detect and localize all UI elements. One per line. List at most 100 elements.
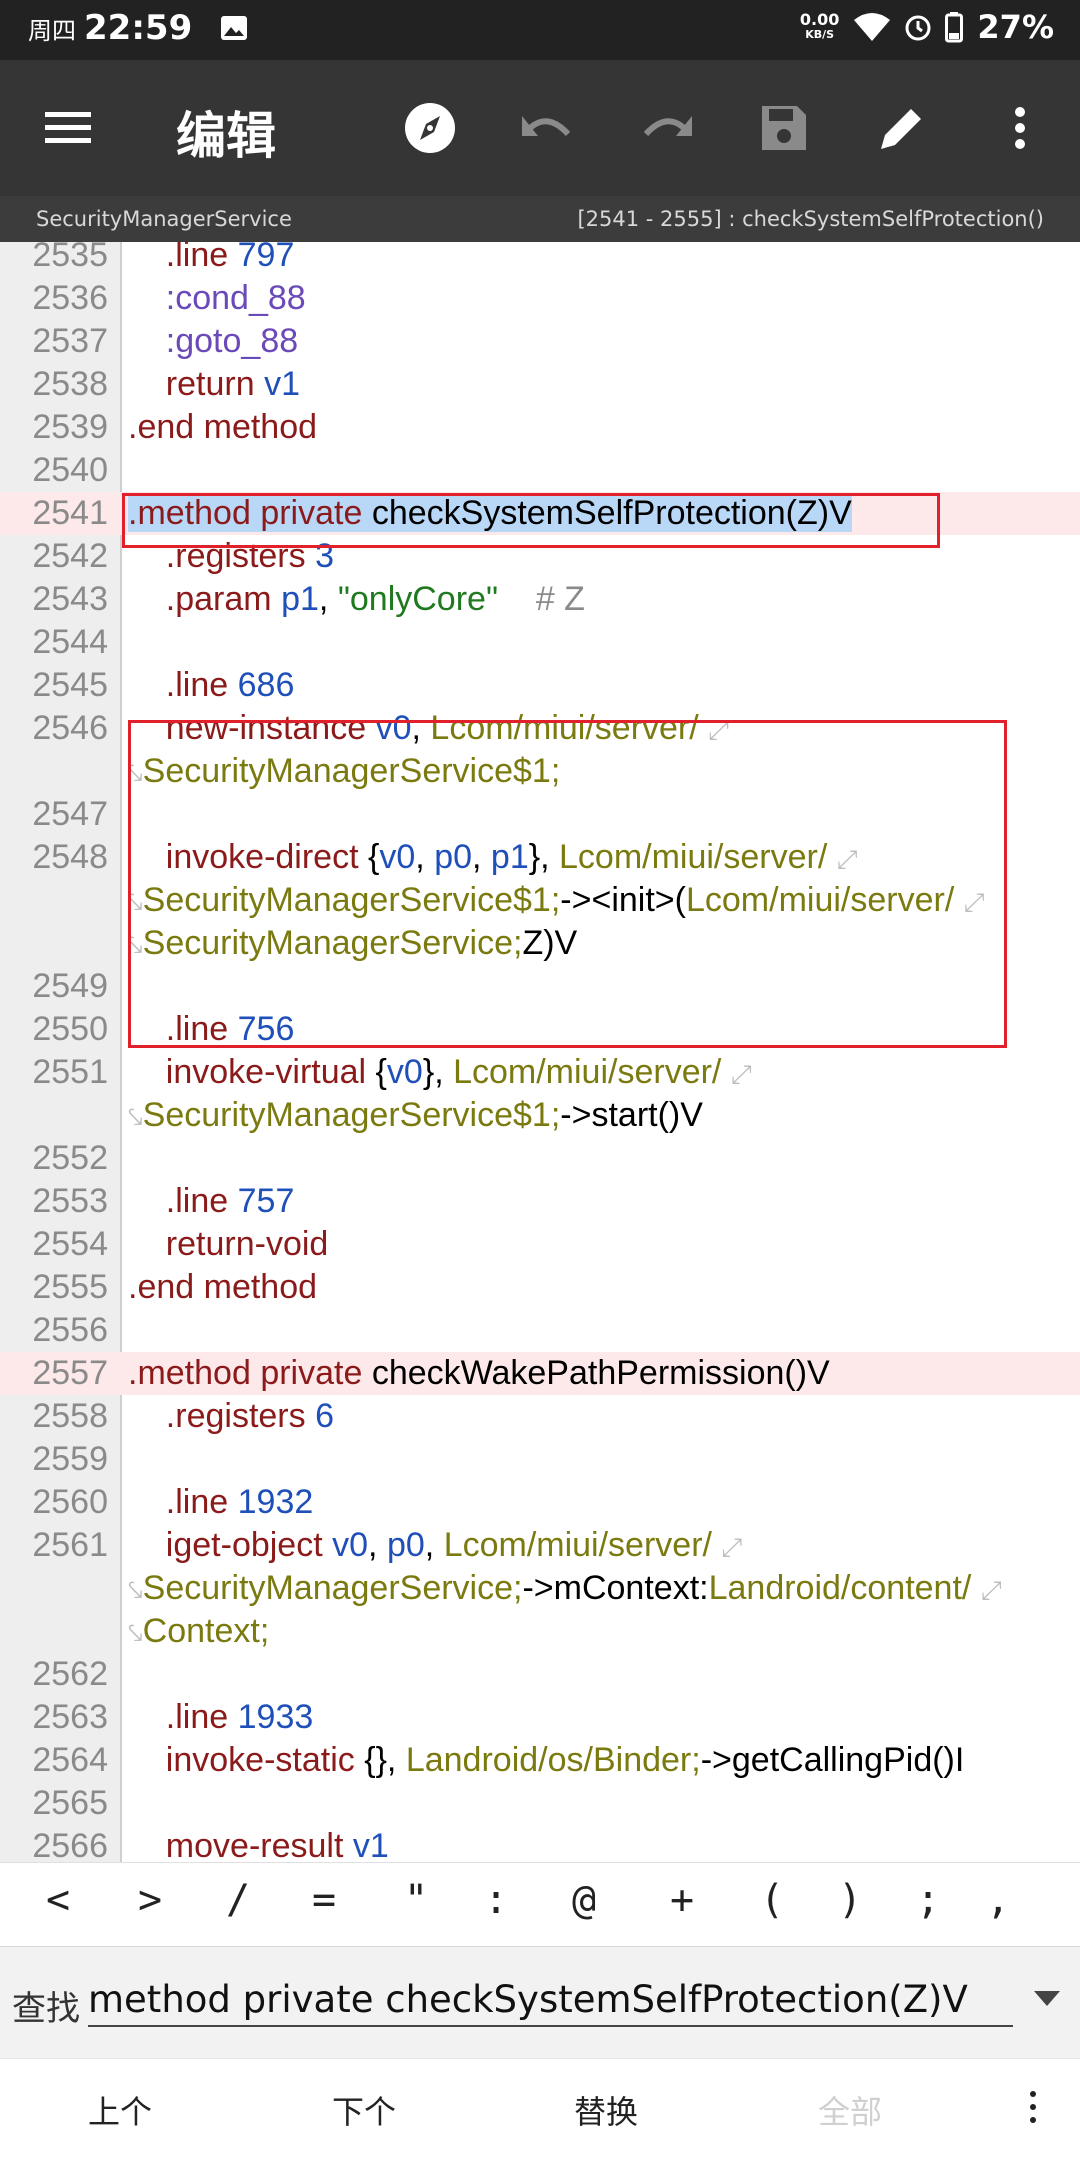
line-number: 2553 <box>32 1182 108 1220</box>
code-text: ⤥SecurityManagerService;Z)V <box>128 924 578 962</box>
symbol-keyboard-row: < > / = ": @ + ();, <box>0 1862 1080 1947</box>
code-line[interactable]: 2558 .registers 6 <box>0 1395 1080 1438</box>
line-number: 2547 <box>32 795 108 833</box>
code-line[interactable]: 2536 :cond_88 <box>0 277 1080 320</box>
code-line[interactable]: ⤥Context; <box>0 1610 1080 1653</box>
code-text: .registers 6 <box>165 1397 334 1435</box>
find-previous-button[interactable]: 上个 <box>88 2093 153 2131</box>
code-line[interactable]: 2556 <box>0 1309 1080 1352</box>
line-number: 2563 <box>32 1698 108 1736</box>
code-line[interactable]: 2541.method private checkSystemSelfProte… <box>0 492 1080 535</box>
line-number: 2555 <box>32 1268 108 1306</box>
find-label: 查找 <box>12 1989 80 2029</box>
code-line[interactable]: 2543 .param p1, "onlyCore" # Z <box>0 578 1080 621</box>
line-number: 2548 <box>32 838 108 876</box>
replace-all-button[interactable]: 全部 <box>818 2093 883 2131</box>
battery-level: 27% <box>977 8 1054 46</box>
code-line[interactable]: 2535 .line 797 <box>0 242 1080 277</box>
find-more-icon[interactable] <box>1030 2091 1036 2130</box>
more-vert-icon <box>1015 107 1025 149</box>
edit-button[interactable] <box>868 94 936 162</box>
code-line[interactable]: 2557.method private checkWakePathPermiss… <box>0 1352 1080 1395</box>
alarm-icon <box>905 15 931 41</box>
symbol-key[interactable]: @ <box>571 1877 597 1923</box>
code-text: .line 797 <box>165 242 295 274</box>
code-line[interactable]: 2549 <box>0 965 1080 1008</box>
symbol-key[interactable]: ( <box>759 1877 785 1923</box>
find-next-button[interactable]: 下个 <box>332 2093 397 2131</box>
line-number: 2560 <box>32 1483 108 1521</box>
code-text: :goto_88 <box>165 322 299 360</box>
code-text: iget-object v0, p0, Lcom/miui/server/ ⤢ <box>165 1526 743 1564</box>
code-line[interactable]: 2553 .line 757 <box>0 1180 1080 1223</box>
code-line[interactable]: ⤥SecurityManagerService$1;-><init>(Lcom/… <box>0 879 1080 922</box>
code-line[interactable]: 2563 .line 1933 <box>0 1696 1080 1739</box>
code-text: new-instance v0, Lcom/miui/server/ ⤢ <box>165 709 729 747</box>
menu-button[interactable] <box>34 94 102 162</box>
replace-button[interactable]: 替换 <box>574 2093 639 2131</box>
symbol-key[interactable]: : <box>483 1877 509 1923</box>
code-line[interactable]: 2548 invoke-direct {v0, p0, p1}, Lcom/mi… <box>0 836 1080 879</box>
line-number: 2558 <box>32 1397 108 1435</box>
save-icon <box>762 106 806 150</box>
code-text: .line 757 <box>165 1182 295 1220</box>
code-line[interactable]: 2554 return-void <box>0 1223 1080 1266</box>
menu-icon <box>45 112 91 143</box>
code-line[interactable]: 2560 .line 1932 <box>0 1481 1080 1524</box>
undo-button[interactable] <box>514 94 582 162</box>
code-line[interactable]: 2559 <box>0 1438 1080 1481</box>
save-button[interactable] <box>750 94 818 162</box>
symbol-key[interactable]: > <box>137 1877 163 1923</box>
code-line[interactable]: 2540 <box>0 449 1080 492</box>
code-line[interactable]: 2565 <box>0 1782 1080 1825</box>
code-line[interactable]: 2542 .registers 3 <box>0 535 1080 578</box>
code-text: ⤥SecurityManagerService$1;->start()V <box>128 1096 703 1134</box>
code-line[interactable]: ⤥SecurityManagerService;->mContext:Landr… <box>0 1567 1080 1610</box>
code-text: .param p1, "onlyCore" # Z <box>165 580 585 618</box>
code-line[interactable]: ⤥SecurityManagerService$1; <box>0 750 1080 793</box>
symbol-key[interactable]: / <box>225 1877 251 1923</box>
redo-button[interactable] <box>632 94 700 162</box>
symbol-key[interactable]: < <box>45 1877 71 1923</box>
battery-icon <box>945 12 964 43</box>
overflow-menu-button[interactable] <box>986 94 1054 162</box>
code-line[interactable]: 2544 <box>0 621 1080 664</box>
code-line[interactable]: 2547 <box>0 793 1080 836</box>
code-line[interactable]: 2539.end method <box>0 406 1080 449</box>
wifi-icon <box>854 13 891 41</box>
code-text: .line 1933 <box>165 1698 314 1736</box>
code-line[interactable]: 2564 invoke-static {}, Landroid/os/Binde… <box>0 1739 1080 1782</box>
find-input[interactable] <box>88 1973 1013 2027</box>
code-line[interactable]: 2538 return v1 <box>0 363 1080 406</box>
navigate-button[interactable] <box>396 94 464 162</box>
line-number: 2543 <box>32 580 108 618</box>
symbol-key[interactable]: " <box>403 1877 429 1923</box>
symbol-key[interactable]: , <box>985 1877 1011 1923</box>
code-line[interactable]: 2552 <box>0 1137 1080 1180</box>
code-line[interactable]: ⤥SecurityManagerService$1;->start()V <box>0 1094 1080 1137</box>
code-line[interactable]: 2562 <box>0 1653 1080 1696</box>
symbol-key[interactable]: = <box>311 1877 337 1923</box>
compass-icon <box>405 103 455 153</box>
code-line[interactable]: 2566 move-result v1 <box>0 1825 1080 1862</box>
code-line[interactable]: 2545 .line 686 <box>0 664 1080 707</box>
line-number: 2546 <box>32 709 108 747</box>
symbol-key[interactable]: ) <box>837 1877 863 1923</box>
code-line[interactable]: ⤥SecurityManagerService;Z)V <box>0 922 1080 965</box>
code-text: .end method <box>128 1268 318 1306</box>
symbol-key[interactable]: + <box>669 1877 695 1923</box>
code-line[interactable]: 2550 .line 756 <box>0 1008 1080 1051</box>
highlight-box-signature <box>122 493 940 548</box>
symbol-key[interactable]: ; <box>915 1877 941 1923</box>
code-line[interactable]: 2561 iget-object v0, p0, Lcom/miui/serve… <box>0 1524 1080 1567</box>
code-line[interactable]: 2555 .end method <box>0 1266 1080 1309</box>
code-text: .line 686 <box>165 666 295 704</box>
code-line[interactable]: 2546 new-instance v0, Lcom/miui/server/ … <box>0 707 1080 750</box>
code-text: ⤥SecurityManagerService$1; <box>128 752 561 790</box>
line-number: 2549 <box>32 967 108 1005</box>
code-line[interactable]: 2551 invoke-virtual {v0}, Lcom/miui/serv… <box>0 1051 1080 1094</box>
page-title: 编辑 <box>176 107 276 165</box>
find-history-dropdown-icon[interactable] <box>1034 1991 1060 2006</box>
code-line[interactable]: 2537 :goto_88 <box>0 320 1080 363</box>
